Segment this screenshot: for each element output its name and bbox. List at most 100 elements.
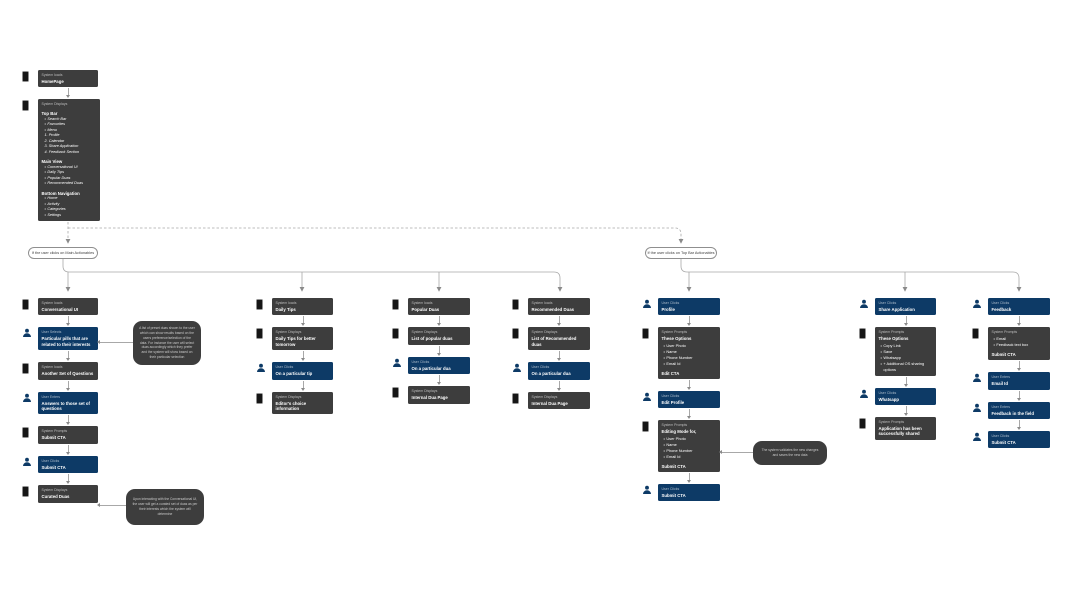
bullet-glyph: • <box>880 343 882 349</box>
bullet-glyph: • <box>663 436 665 442</box>
arrow-line <box>439 375 440 384</box>
node-header: System Prompts <box>661 423 688 428</box>
node-title: Submit CTA <box>41 435 66 441</box>
flow-arrow <box>642 379 720 391</box>
bullet-text: Whatsapp <box>883 355 901 361</box>
condition-pill[interactable]: If the user clicks on Top Bar Actionable… <box>645 247 717 259</box>
node-title: Internal Dua Page <box>411 395 448 401</box>
section-item: •Activity <box>42 202 97 208</box>
node-title: Feedback in the field <box>991 410 1035 416</box>
node-header: System Displays <box>41 488 68 493</box>
node-header: System Displays <box>411 389 438 394</box>
node-icon-cell <box>972 298 988 309</box>
arrow-line <box>302 316 304 325</box>
bullet-text: User Photo <box>666 343 686 349</box>
section-item-text: Search Bar <box>47 116 67 121</box>
bullet-glyph: • <box>663 453 665 459</box>
note-connector-arrow <box>97 340 100 344</box>
bullet-text: Email Id <box>666 360 681 366</box>
section-item: •Settings <box>42 213 97 219</box>
node-header: System loads <box>41 73 63 77</box>
node-icon-cell <box>22 456 38 467</box>
node-icon-cell <box>642 327 658 340</box>
phone-icon <box>642 421 649 433</box>
node-bullets: •Email•Feedback text box <box>992 336 1047 348</box>
bullet-glyph: • <box>44 122 46 127</box>
node-icon-cell <box>859 327 875 340</box>
arrow-head <box>66 481 70 485</box>
section-item-text: Daily Tips <box>47 170 64 175</box>
arrow-head <box>903 413 908 417</box>
flow-arrow <box>972 419 1050 431</box>
sticky-note[interactable]: Upon interacting with the Conversational… <box>126 489 204 525</box>
sticky-note[interactable]: The system validates the new changes and… <box>753 441 827 465</box>
node-icon-cell <box>392 357 408 368</box>
arrow-head <box>687 479 691 483</box>
arrow-line <box>1019 361 1020 370</box>
bullet-glyph: • <box>663 360 665 366</box>
node-footer: Submit CTA <box>991 352 1016 358</box>
section-item: •Conversational UI <box>42 165 97 171</box>
node-title: List of Recommended duas <box>531 336 577 347</box>
node-title: Daily Tips for better tomorrow <box>275 336 316 347</box>
condition-pill[interactable]: If the user clicks on Main Actionables <box>28 247 98 259</box>
node-header: User Clicks <box>661 301 680 305</box>
note-connector-arrow <box>97 503 100 507</box>
node-header: System Displays <box>531 330 558 335</box>
node-title: Feedback <box>991 307 1012 313</box>
node-header: User Clicks <box>661 393 680 398</box>
sticky-note[interactable]: A list of preset duas shown to the user … <box>133 321 201 365</box>
arrow-head <box>437 352 441 356</box>
node-icon-cell <box>256 392 272 404</box>
node-header: System Prompts <box>878 330 905 335</box>
node-header: System loads <box>41 365 63 370</box>
arrow-line <box>905 406 907 415</box>
flow-arrow <box>642 315 720 327</box>
bullet-glyph: • <box>44 196 46 201</box>
bullet-text: Save <box>883 349 893 355</box>
